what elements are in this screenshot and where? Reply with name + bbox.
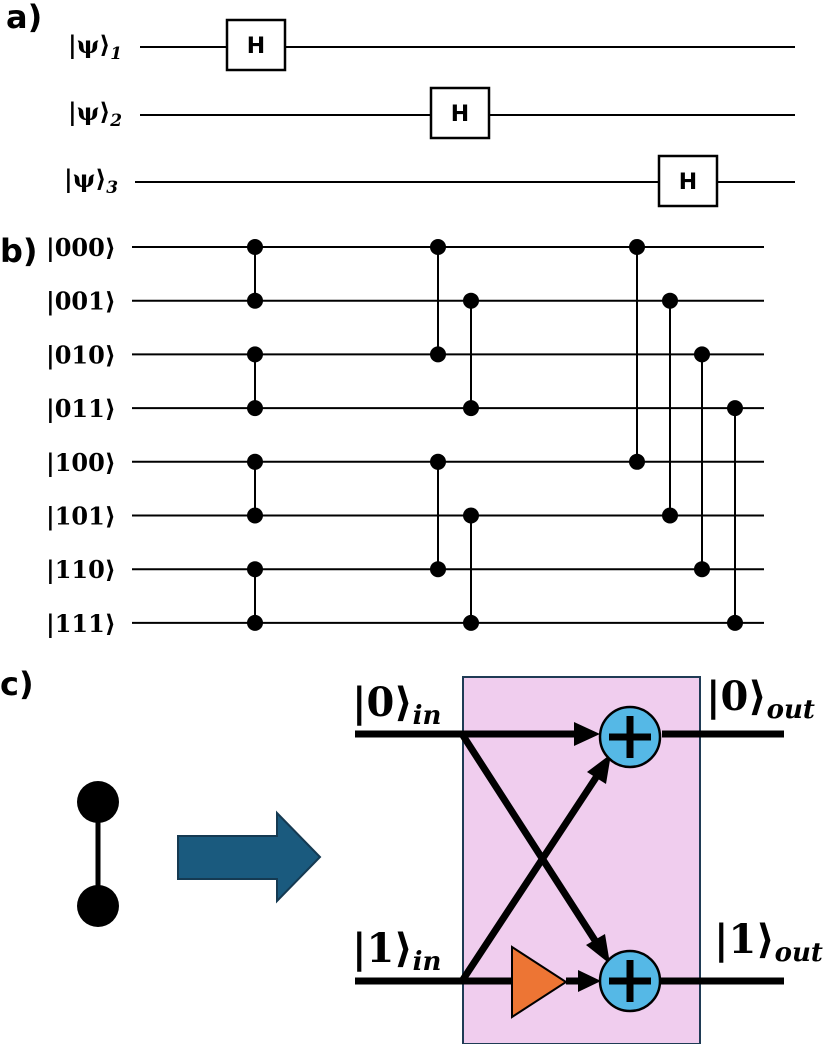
adder-icon-bottom — [598, 949, 662, 1013]
adder-icon-top — [598, 705, 662, 769]
label-1-out: |1⟩out — [714, 916, 823, 968]
state-label-2: |010⟩ — [46, 340, 116, 369]
panel-b-circuit: |000⟩ |001⟩ |010⟩ |011⟩ |100⟩ |101⟩ |110⟩ |111⟩ — [46, 233, 764, 638]
controlled-gate-5-7 — [463, 507, 479, 631]
controlled-gate-1-5 — [662, 292, 678, 524]
panel-label-c: c) — [0, 665, 34, 703]
cross-line-up — [459, 774, 600, 983]
label-0-in: |0⟩in — [352, 679, 441, 731]
wire-label-psi2: |ψ⟩2 — [68, 97, 122, 131]
arrowhead-top — [574, 722, 600, 746]
label-0-out: |0⟩out — [706, 673, 815, 725]
state-label-5: |101⟩ — [46, 502, 116, 531]
controlled-gate-1-3 — [463, 292, 479, 417]
svg-text:H: H — [679, 170, 697, 195]
state-label-1: |001⟩ — [46, 287, 116, 316]
label-1-in: |1⟩in — [352, 925, 441, 977]
svg-text:H: H — [451, 102, 469, 127]
controlled-gate-6-7 — [247, 561, 263, 631]
amplifier-triangle-icon — [511, 945, 568, 1019]
hadamard-gate-2: H — [429, 86, 491, 140]
controlled-gate-0-2 — [430, 239, 446, 363]
controlled-gate-2-3 — [247, 346, 263, 417]
controlled-gate-2-6 — [694, 346, 710, 578]
panel-a-circuit: |ψ⟩1 |ψ⟩2 |ψ⟩3 H H H — [64, 18, 795, 208]
controlled-gate-4-6 — [430, 453, 446, 578]
controlled-gate-0-1 — [247, 239, 263, 309]
controlled-gate-3-7 — [727, 400, 743, 631]
state-label-0: |000⟩ — [46, 233, 116, 262]
hadamard-gate-1: H — [225, 18, 287, 72]
arrowhead-amp — [578, 970, 601, 992]
panel-label-a: a) — [6, 0, 42, 36]
panel-label-b: b) — [0, 232, 38, 270]
controlled-gate-4-5 — [247, 453, 263, 524]
block-arrow-icon — [177, 810, 322, 904]
svg-text:H: H — [247, 34, 265, 59]
arrowhead-down — [586, 934, 610, 964]
hadamard-gate-3: H — [657, 154, 719, 208]
wire-label-psi1: |ψ⟩1 — [68, 30, 122, 64]
state-label-4: |100⟩ — [46, 448, 116, 477]
two-qubit-gate-icon — [77, 781, 119, 927]
state-label-7: |111⟩ — [46, 609, 116, 638]
arrowhead-up — [587, 754, 611, 784]
state-label-3: |011⟩ — [46, 394, 116, 423]
wire-label-psi3: |ψ⟩3 — [64, 164, 118, 198]
cross-line-down — [459, 732, 599, 944]
controlled-gate-0-4 — [629, 239, 645, 470]
state-label-6: |110⟩ — [46, 555, 116, 584]
panel-c-diagram: |0⟩in |1⟩in |0⟩out |1⟩out — [77, 673, 823, 1044]
